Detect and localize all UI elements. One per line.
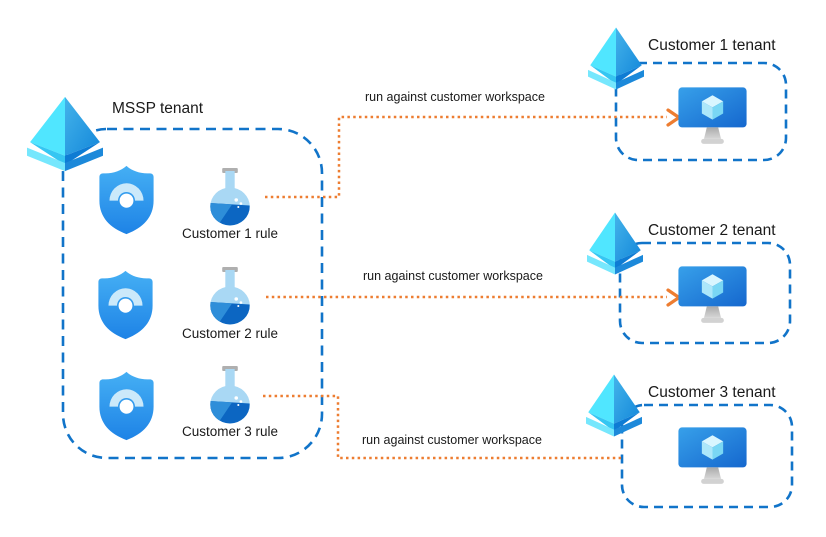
customer-2-tenant-pyramid-icon <box>587 211 643 276</box>
workspace-monitor-icon <box>677 265 748 325</box>
run-label-2: run against customer workspace <box>363 269 543 283</box>
security-shield-gauge-icon <box>95 164 158 236</box>
mssp-tenant-box <box>61 127 324 460</box>
customer-1-tenant-box <box>614 61 788 162</box>
customer-3-tenant-pyramid-icon <box>586 373 642 438</box>
analytics-rule-flask-icon <box>204 267 256 325</box>
customer-1-tenant-pyramid-icon <box>588 26 644 91</box>
security-shield-gauge-icon <box>94 269 157 341</box>
customer-2-tenant-box <box>618 241 792 345</box>
customer-2-tenant-label: Customer 2 tenant <box>648 222 776 239</box>
customer-1-tenant-label: Customer 1 tenant <box>648 37 776 54</box>
workspace-monitor-icon <box>677 426 748 486</box>
mssp-tenant-pyramid-icon <box>27 95 103 173</box>
analytics-rule-flask-icon <box>204 168 256 226</box>
mssp-tenant-label: MSSP tenant <box>112 100 204 117</box>
connector-rule3-to-tenant3 <box>263 394 621 460</box>
analytics-rule-flask-icon <box>204 366 256 424</box>
customer-2-rule-label: Customer 2 rule <box>181 326 279 341</box>
run-label-3: run against customer workspace <box>362 433 542 447</box>
security-shield-gauge-icon <box>95 370 158 442</box>
workspace-monitor-icon <box>677 86 748 146</box>
customer-3-tenant-box <box>620 403 794 509</box>
connector-rule1-to-tenant1 <box>265 115 667 199</box>
run-label-1: run against customer workspace <box>365 90 545 104</box>
customer-3-tenant-label: Customer 3 tenant <box>648 384 776 401</box>
customer-1-rule-label: Customer 1 rule <box>181 226 279 241</box>
customer-3-rule-label: Customer 3 rule <box>181 424 279 439</box>
